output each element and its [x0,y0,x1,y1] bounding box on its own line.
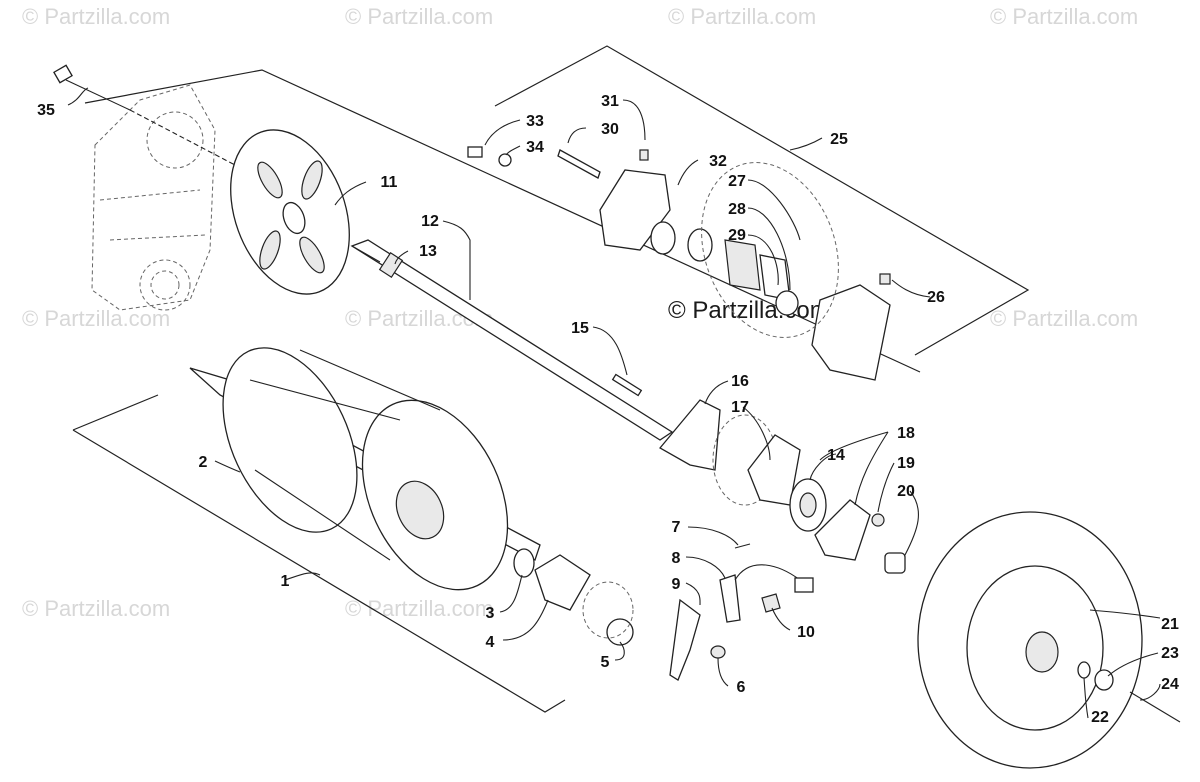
watermark: © Partzilla.com [22,4,171,29]
callout-14: 14 [827,447,845,464]
frame-upper [84,69,921,373]
watermark: © Partzilla.com [22,306,171,331]
bearing-flange-4 [534,554,591,611]
brake-disc-11 [230,129,350,295]
frame-lower-left [72,394,159,431]
callout-16: 16 [731,373,749,390]
callout-24: 24 [1161,676,1179,693]
callout-27: 27 [728,173,746,190]
callout-2: 2 [199,454,208,471]
bearing-plate-18 [747,434,801,506]
callout-12: 12 [421,213,439,230]
chaincase-housing [91,84,216,311]
watermark: © Partzilla.com [345,4,494,29]
washer-22 [1077,661,1091,679]
seal-plate-16 [659,399,721,471]
bearing-plate-18b [814,499,871,561]
trigger-wheel-5 [606,618,634,646]
callout-9: 9 [672,576,681,593]
screw-19 [871,513,885,527]
watermark: © Partzilla.com [990,4,1139,29]
callout-22: 22 [1091,709,1109,726]
callout-28: 28 [728,201,746,218]
callout-3: 3 [486,605,495,622]
frame-lower-bottom [72,429,566,713]
callout-18: 18 [897,425,915,442]
callout-31: 31 [601,93,619,110]
callout-10: 10 [797,624,815,641]
watermark: © Partzilla.com [345,596,494,621]
brake-caliper-assembly-25 [467,146,891,381]
callout-13: 13 [419,243,437,260]
jackshaft-12 [350,239,674,441]
spacer-20 [884,552,906,574]
key-15 [611,373,643,397]
callout-23: 23 [1161,645,1179,662]
callout-5: 5 [601,654,610,671]
callout-1: 1 [281,573,290,590]
nut-6 [710,645,726,659]
center-watermark: © Partzilla.com [668,297,830,324]
callout-32: 32 [709,153,727,170]
callout-21: 21 [1161,616,1179,633]
connector-10 [761,593,781,613]
frame-caliper [494,45,1030,356]
callout-17: 17 [731,399,749,416]
callout-7: 7 [672,519,681,536]
callout-35: 35 [37,102,55,119]
callout-19: 19 [897,455,915,472]
driven-clutch-21 [917,511,1143,769]
bolt-24 [1129,691,1181,723]
callout-11: 11 [381,174,398,191]
callout-25: 25 [830,131,848,148]
callout-labels: 1 2 3 4 5 6 7 8 9 10 11 12 13 14 15 16 1… [37,93,1179,726]
callout-30: 30 [601,121,619,138]
watermark: © Partzilla.com [990,306,1139,331]
callout-20: 20 [897,483,915,500]
bolt-35 [53,64,236,166]
callout-4: 4 [486,634,495,651]
watermark: © Partzilla.com [22,596,171,621]
speed-sensor-8 [669,543,814,681]
callout-15: 15 [571,320,589,337]
callout-26: 26 [927,289,945,306]
callout-6: 6 [737,679,746,696]
drive-sprocket-assembly-2 [189,347,541,591]
callout-34: 34 [526,139,544,156]
watermark: © Partzilla.com [668,4,817,29]
callout-29: 29 [728,227,746,244]
callout-33: 33 [526,113,544,130]
leader-lines [67,87,1161,719]
callout-8: 8 [672,550,681,567]
o-ring-3 [513,548,535,578]
washer-23 [1094,669,1114,691]
